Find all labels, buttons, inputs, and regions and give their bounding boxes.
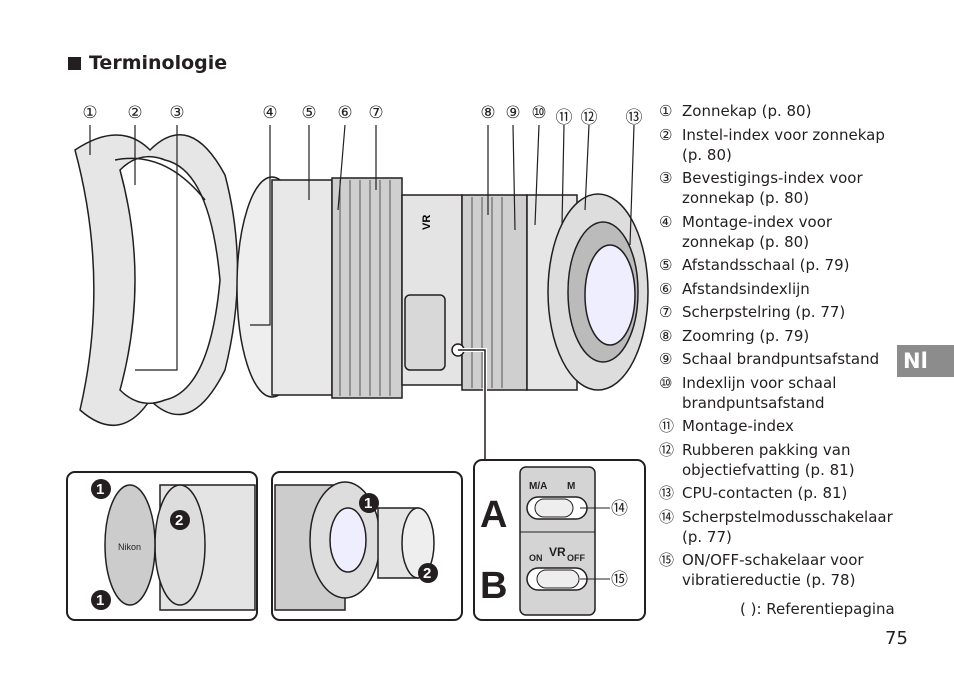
label-a: A: [480, 494, 507, 536]
legend-number: ⑮: [659, 551, 675, 569]
legend-number: ①: [659, 102, 673, 120]
legend-text: Afstandsschaal (p. 79): [682, 256, 850, 274]
label-ma: M/A: [529, 481, 547, 492]
legend-text: Scherpstelmodusschakelaar (p. 77): [682, 507, 893, 546]
lens-hood: [74, 134, 239, 426]
callout-13: ⑬: [625, 108, 643, 128]
legend-item: ⑥ Afstandsindexlijn: [659, 279, 899, 299]
callout-9: ⑨: [505, 103, 521, 123]
heading-text: Terminologie: [89, 52, 228, 74]
legend-text: Montage-index: [682, 417, 794, 435]
lens-body: [236, 176, 649, 399]
legend-item: ⑬ CPU-contacten (p. 81): [659, 483, 899, 503]
callout-7: ⑦: [368, 103, 384, 123]
callout-14: ⑭: [611, 499, 628, 518]
legend-text: Instel-index voor zonnekap (p. 80): [682, 125, 885, 164]
callout-15: ⑮: [611, 570, 628, 589]
legend-item: ⑮ ON/OFF-schakelaar voor vibratiereductie…: [659, 550, 899, 590]
legend-number: ⑥: [659, 279, 673, 298]
lens-vr-logo: VR: [421, 215, 433, 230]
legend-number: ⑭: [659, 507, 675, 526]
page-number: 75: [885, 628, 908, 649]
step-numbers: 1 2 1 1 2: [91, 479, 438, 610]
section-heading: Terminologie: [68, 52, 227, 74]
legend-number: ⑨: [659, 350, 673, 368]
step-2a: 2: [175, 512, 183, 529]
legend-number: ⑤: [659, 256, 673, 274]
step-1a: 1: [96, 481, 104, 498]
legend-text: Schaal brandpuntsafstand: [682, 350, 880, 368]
front-cap-inset: Nikon: [104, 484, 256, 611]
callout-10: ⑩: [531, 103, 547, 123]
legend-item: ⑨ Schaal brandpuntsafstand: [659, 349, 899, 369]
legend-text: Afstandsindexlijn: [682, 279, 810, 298]
label-on: ON: [529, 553, 543, 563]
parts-legend: ① Zonnekap (p. 80) ② Instel-index voor zon…: [659, 101, 899, 594]
legend-number: ⑬: [659, 484, 675, 502]
legend-item: ② Instel-index voor zonnekap (p. 80): [659, 125, 899, 165]
legend-item: ⑩ Indexlijn voor schaal brandpuntsafstand: [659, 373, 899, 413]
legend-text: Zonnekap (p. 80): [682, 102, 812, 120]
language-tab: Nl: [897, 345, 954, 377]
legend-text: Indexlijn voor schaal brandpuntsafstand: [682, 373, 837, 412]
callout-1: ①: [82, 103, 98, 123]
legend-number: ⑪: [659, 417, 675, 435]
callout-3: ③: [169, 103, 185, 123]
legend-number: ⑫: [659, 440, 675, 459]
callout-5: ⑤: [301, 103, 317, 123]
callout-8: ⑧: [480, 103, 496, 123]
legend-text: CPU-contacten (p. 81): [682, 484, 848, 502]
step-1b: 1: [96, 592, 104, 609]
label-m: M: [567, 481, 575, 492]
legend-number: ④: [659, 212, 673, 231]
legend-number: ⑦: [659, 303, 673, 321]
callout-4: ④: [262, 103, 278, 123]
legend-item: ① Zonnekap (p. 80): [659, 101, 899, 121]
legend-number: ⑧: [659, 326, 673, 345]
legend-item: ⑦ Scherpstelring (p. 77): [659, 302, 899, 322]
leader-lines: [89, 124, 635, 460]
legend-text: Bevestigings-index voor zonnekap (p. 80): [682, 169, 863, 207]
legend-text: ON/OFF-schakelaar voor vibratiereductie …: [682, 551, 864, 589]
callout-11: ⑪: [555, 108, 573, 128]
inset-frames: [66, 459, 646, 621]
callout-2: ②: [127, 103, 143, 123]
step-2c: 2: [423, 565, 431, 582]
legend-item: ⑭ Scherpstelmodusschakelaar (p. 77): [659, 507, 899, 547]
callout-6: ⑥: [337, 103, 353, 123]
legend-item: ③ Bevestigings-index voor zonnekap (p. 80…: [659, 168, 899, 208]
legend-text: Zoomring (p. 79): [682, 326, 810, 345]
legend-item: ⑧ Zoomring (p. 79): [659, 326, 899, 346]
rear-cap-inset: [274, 481, 435, 611]
legend-item: ⑫ Rubberen pakking van objectiefvatting (…: [659, 440, 899, 480]
legend-number: ②: [659, 125, 673, 144]
label-off: OFF: [567, 553, 585, 563]
label-b: B: [480, 565, 507, 607]
reference-footnote: ( ): Referentiepagina: [740, 600, 895, 618]
legend-text: Scherpstelring (p. 77): [682, 303, 846, 321]
legend-text: Rubberen pakking van objectiefvatting (p…: [682, 440, 855, 479]
legend-item: ⑪ Montage-index: [659, 416, 899, 436]
lens-cap-logo: Nikon: [118, 542, 141, 552]
legend-item: ⑤ Afstandsschaal (p. 79): [659, 255, 899, 275]
legend-number: ⑩: [659, 373, 673, 392]
step-1c: 1: [364, 495, 372, 512]
legend-item: ④ Montage-index voor zonnekap (p. 80): [659, 212, 899, 252]
callout-12: ⑫: [580, 108, 598, 128]
label-vr: VR: [549, 545, 566, 559]
legend-text: Montage-index voor zonnekap (p. 80): [682, 212, 833, 251]
legend-number: ③: [659, 169, 673, 187]
square-bullet-icon: [68, 56, 81, 70]
switch-panel-inset: A B M/A M ON VR OFF ⑭ ⑮: [480, 466, 628, 616]
